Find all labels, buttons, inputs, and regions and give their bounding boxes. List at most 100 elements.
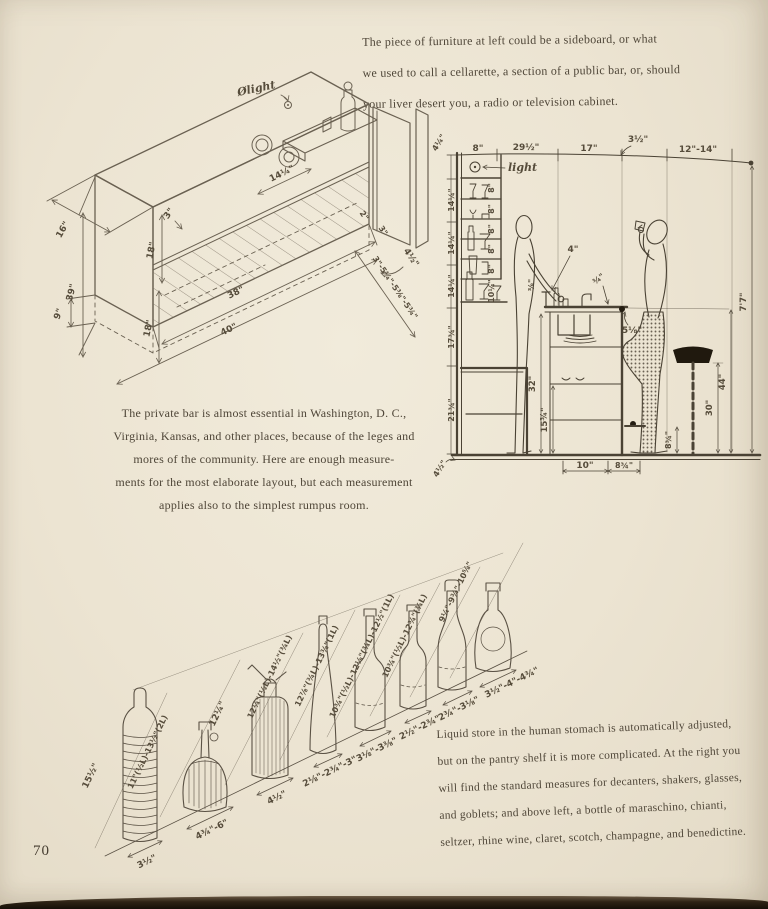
dim-label: 8"	[487, 264, 496, 274]
base-dimension-lines	[127, 669, 517, 858]
room-structure	[450, 151, 762, 460]
text-line: applies also to the simplest rumpus room…	[159, 498, 369, 512]
dim-label: 44"	[718, 374, 728, 390]
dim-label: ¾"	[591, 272, 606, 287]
dim-label: 8"	[487, 244, 496, 254]
dim-label: 10¼"	[486, 279, 496, 303]
back-counter	[459, 366, 529, 457]
dim-label: 4½"	[265, 788, 288, 807]
counter-bottle	[553, 287, 560, 308]
stippled-legs	[621, 311, 665, 454]
bottle-chianti	[182, 721, 228, 813]
tumbler-glyph	[322, 116, 332, 133]
sink	[557, 314, 591, 336]
dim-label: 40"	[219, 322, 239, 339]
dim-label: 2¾"-3⅛"	[437, 695, 481, 723]
dim-label: 17"	[580, 144, 597, 154]
book-edge	[0, 896, 768, 909]
dim-label: 9"	[52, 307, 65, 321]
text-line: The private bar is almost essential in W…	[121, 406, 407, 420]
cabinet-dimension-lines	[46, 168, 416, 385]
dim-label: 5⅛"	[622, 326, 642, 336]
dim-label: 14¼"	[446, 274, 456, 298]
dim-label: 8¾"	[615, 461, 633, 470]
dim-label: 14¼"	[446, 188, 456, 212]
bottle-rhine-wine	[309, 615, 337, 755]
dim-label: 3½"	[135, 852, 158, 871]
dim-label: 12⅞"(¾L)-13⅜"(1L)	[293, 624, 340, 708]
right-dimension-lines: 30" 44" 7'7" 8¾"	[626, 165, 755, 454]
dim-label: 12¼"	[207, 700, 229, 729]
dim-label: 18"	[142, 319, 155, 338]
dim-label: 2⅛"-2¾"-3"	[301, 755, 358, 790]
height-dimension-labels: 15½" 11"(½L)-13½"(2L) 12¼" 12¼"(½L)-14½"…	[80, 560, 474, 791]
dim-label: 4"	[568, 245, 579, 255]
text-line: Virginia, Kansas, and other places, beca…	[113, 429, 415, 443]
dim-label: 3⅛"-3⅜"	[355, 736, 399, 764]
bottle-maraschino	[122, 687, 158, 843]
bottle-size-diagram: 3½" 4¾"-6" 4½" 2⅛"-2¾"-3" 3⅛"-3⅜" 2½"-2¾…	[80, 542, 541, 871]
dim-label: 29½"	[513, 142, 540, 153]
dim-label: 4½"	[401, 246, 421, 269]
dim-label: 15¾"	[540, 407, 550, 432]
bottle-claret	[354, 608, 386, 732]
text-line: ments for the most elaborate layout, but…	[115, 475, 413, 489]
bottle-glyph	[340, 89, 356, 132]
text-line: mores of the community. Here are enough …	[133, 452, 395, 466]
dim-label: 8"	[487, 183, 496, 193]
dim-label: 3½"	[628, 134, 648, 145]
dim-label: 12"-14"	[679, 145, 717, 155]
light-label: Ølight	[235, 78, 277, 99]
guide-lines	[94, 542, 528, 857]
mid-dimension-callouts: 4" ⅜" ¾" 5⅛" 15¾" 32"	[527, 245, 642, 454]
bottle-scotch	[399, 604, 427, 710]
ice-bucket	[251, 134, 273, 156]
dim-label: 32"	[528, 376, 538, 392]
bartender-figure	[506, 214, 565, 454]
dim-label: 30"	[705, 400, 715, 416]
dim-label: 3"	[162, 206, 176, 221]
light-icon	[469, 161, 481, 173]
bottle-benedictine	[474, 582, 512, 673]
top-dimension-line: 8" 29½" 17" 3½" 12"-14" 4¼"	[429, 132, 733, 162]
patron-figure	[621, 219, 668, 454]
dim-label: 4½"	[430, 458, 448, 479]
glassware-glyphs	[467, 183, 491, 275]
bottom-dimension-line: 10" 8¾"	[562, 460, 641, 475]
dim-label: 4¼"	[429, 132, 447, 153]
dim-label: 3½"-4"-4¾"	[483, 665, 541, 701]
dim-label: 15½"	[80, 762, 102, 791]
dim-label: 17¾"	[447, 325, 456, 349]
paragraph-private-bar: The private bar is almost essential in W…	[96, 402, 432, 517]
dim-label: 14¼"	[446, 231, 456, 255]
bottle-champagne	[437, 579, 467, 691]
dim-label: 4¾"-6"	[194, 818, 230, 842]
shaker-cup	[278, 146, 300, 168]
dim-label: 16"	[55, 220, 72, 240]
dim-label: 9¼"-9¾"-10⅝"	[436, 560, 474, 624]
open-doors	[372, 106, 429, 249]
dim-label: 39"	[65, 283, 79, 302]
dim-label: 7'7"	[739, 293, 749, 312]
bottle-and-glasses	[465, 271, 502, 301]
dim-label: 8"	[487, 204, 496, 214]
page-number: 70	[33, 843, 50, 859]
left-dimension-column: 14¼" 14¼" 14¼" 17¾" 21¾" 4½"	[430, 154, 458, 479]
dim-label: 21¾"	[447, 398, 456, 422]
cabinet-isometric-diagram: Ølight 16" 9" 39" 18" 18" 3" 38	[46, 71, 429, 385]
siphon-spout	[247, 664, 287, 681]
dim-label: 8"	[473, 144, 484, 154]
dim-label: 8¾"	[664, 431, 673, 449]
dim-label: 10"	[576, 461, 593, 471]
back-bar-shelves: light 8" 8" 8" 8" 8" 10	[460, 154, 537, 303]
faucet	[581, 293, 592, 308]
dim-label: 18"	[145, 241, 158, 260]
dim-label: ⅜"	[527, 279, 536, 291]
light-label: light	[508, 161, 537, 174]
dim-label: 11"(½L)-13½"(2L)	[125, 713, 169, 790]
bar-section-diagram: 8" 29½" 17" 3½" 12"-14" 4¼" 14¼" 14¼" 14…	[429, 132, 762, 479]
dim-label: 8"	[487, 224, 496, 234]
bar-stool	[673, 346, 713, 456]
dim-label: 14¼"	[268, 163, 297, 185]
plate-stack	[563, 334, 597, 344]
